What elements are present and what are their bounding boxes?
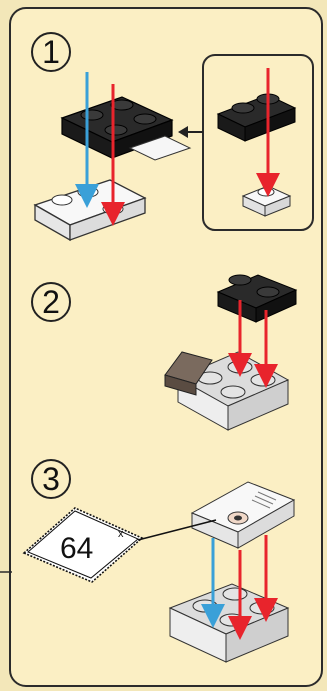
piece-count-unit: x [118, 528, 124, 540]
step-number-3: 3 [31, 459, 71, 499]
step-number-1: 1 [31, 32, 71, 72]
piece-count-quantity: 64 [60, 532, 93, 566]
step-number-2: 2 [31, 282, 71, 322]
